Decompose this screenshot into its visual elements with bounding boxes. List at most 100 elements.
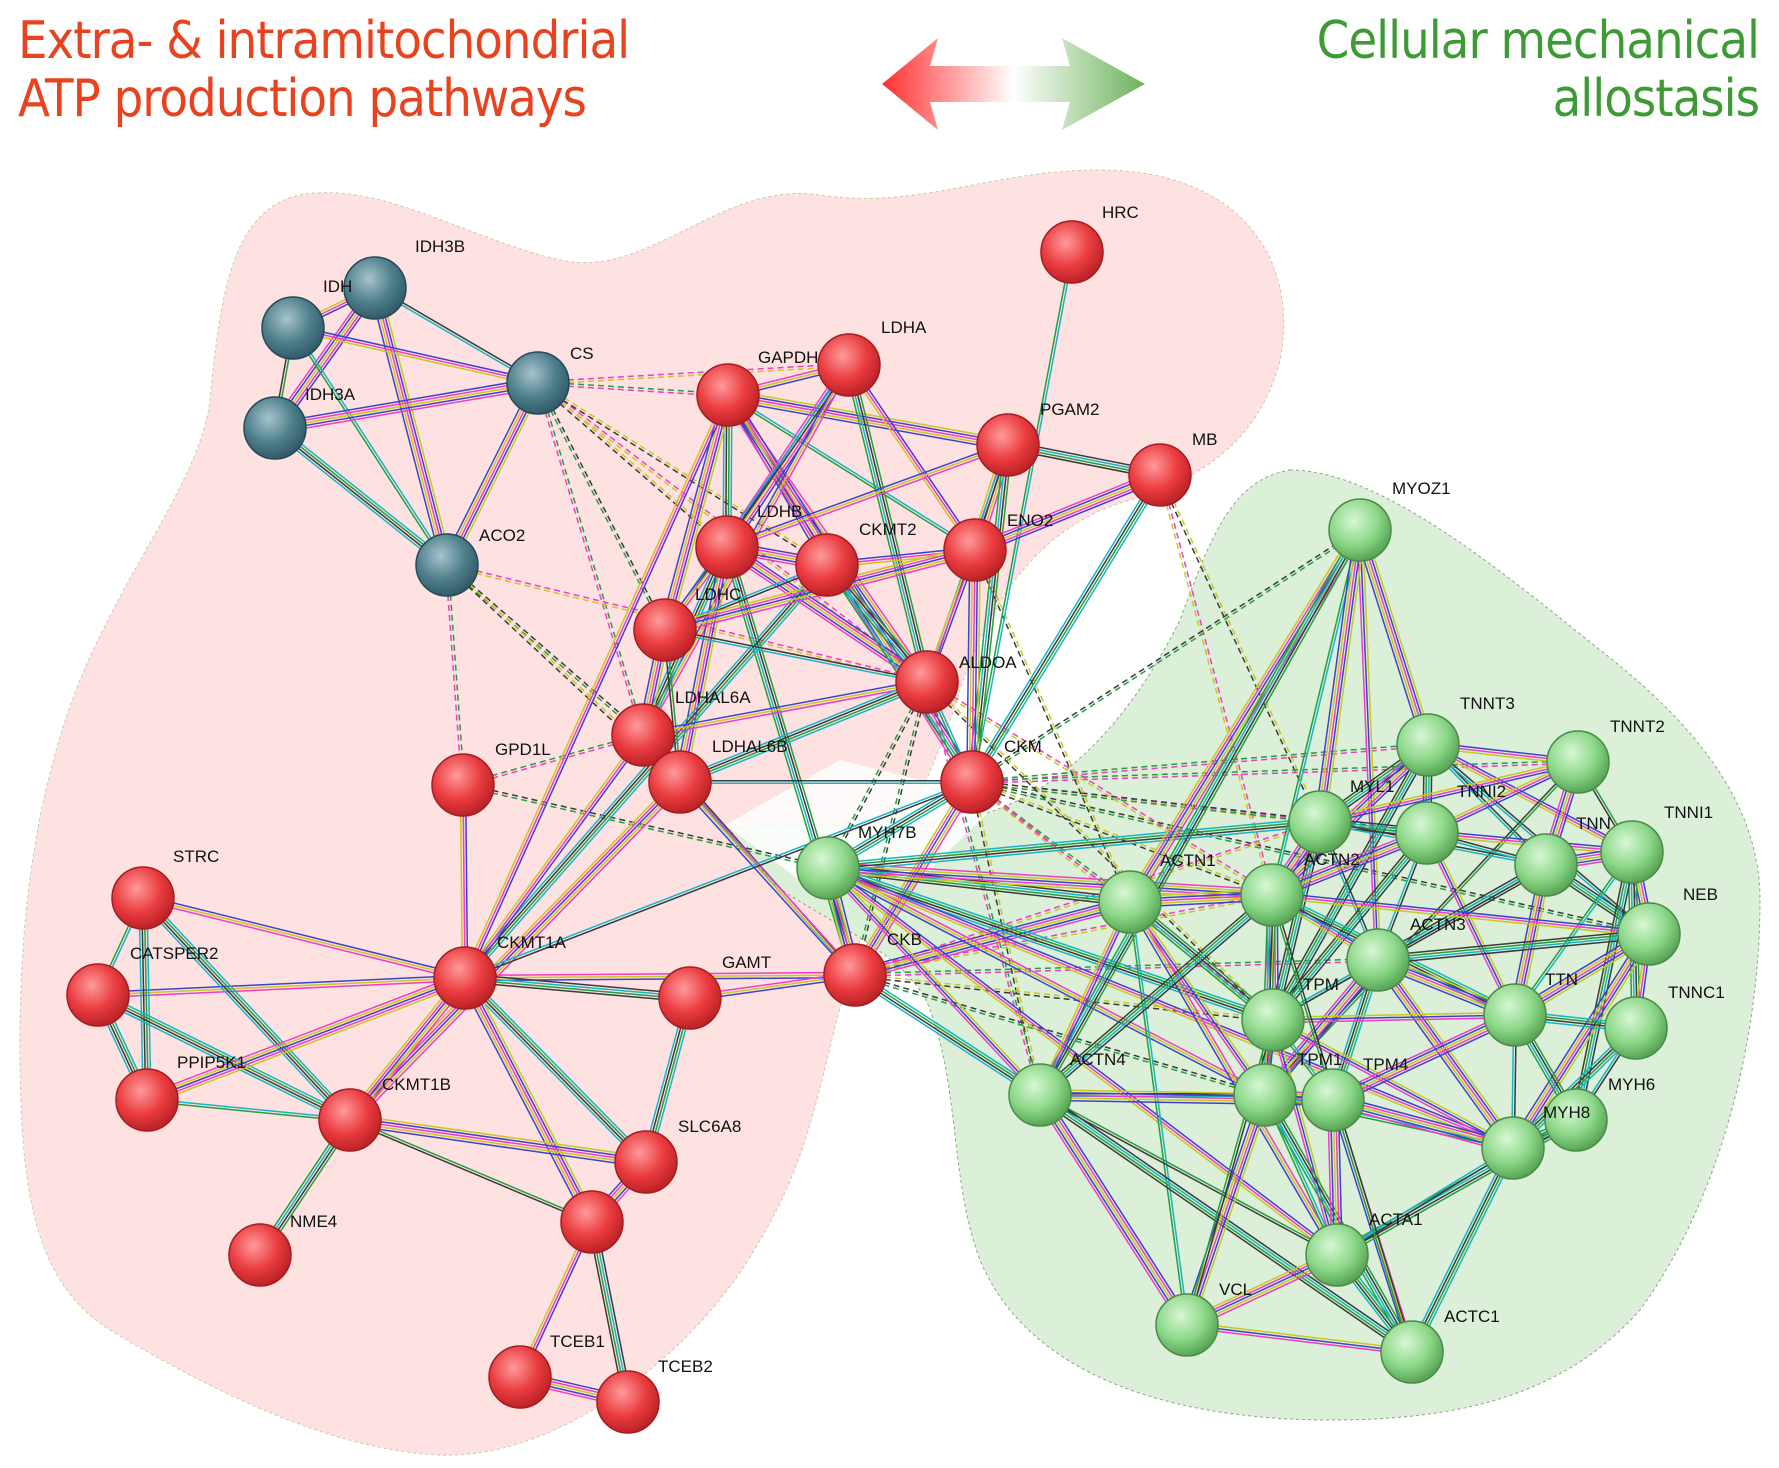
node-myl1[interactable]: MYL1 — [1288, 777, 1394, 854]
node-pgam2[interactable]: PGAM2 — [976, 400, 1100, 477]
node-catsper2[interactable]: CATSPER2 — [66, 944, 219, 1027]
node-strc[interactable]: STRC — [111, 847, 219, 930]
node-circle[interactable] — [1240, 863, 1304, 927]
node-ckmt1b[interactable]: CKMT1B — [318, 1075, 451, 1152]
node-circle[interactable] — [1617, 902, 1681, 966]
node-ckmt2[interactable]: CKMT2 — [795, 520, 917, 597]
node-tceb2[interactable]: TCEB2 — [596, 1357, 713, 1434]
node-myh6[interactable]: MYH6 — [1544, 1075, 1655, 1152]
node-vcl[interactable]: VCL — [1155, 1280, 1252, 1357]
node-myoz1[interactable]: MYOZ1 — [1328, 479, 1451, 562]
node-actn1[interactable]: ACTN1 — [1098, 851, 1216, 934]
node-circle[interactable] — [1301, 1068, 1365, 1132]
node-tnnc1[interactable]: TNNC1 — [1604, 983, 1725, 1060]
node-circle[interactable] — [1544, 1088, 1608, 1152]
node-circle[interactable] — [1241, 988, 1305, 1052]
node-circle[interactable] — [1380, 1320, 1444, 1384]
node-actn3[interactable]: ACTN3 — [1346, 915, 1466, 992]
node-ttn[interactable]: TTN — [1483, 970, 1578, 1047]
node-ppip5k1[interactable]: PPIP5K1 — [115, 1053, 246, 1132]
node-circle[interactable] — [817, 333, 881, 397]
node-mb[interactable]: MB — [1128, 430, 1218, 507]
node-circle[interactable] — [318, 1088, 382, 1152]
node-slc6a8[interactable]: SLC6A8 — [614, 1117, 741, 1194]
node-tnnt2[interactable]: TNNT2 — [1546, 717, 1665, 794]
node-circle[interactable] — [658, 966, 722, 1030]
node-circle[interactable] — [1098, 870, 1162, 934]
node-tpm2[interactable]: TPM — [1241, 975, 1339, 1052]
node-circle[interactable] — [1288, 790, 1352, 854]
node-actn2[interactable]: ACTN2 — [1240, 850, 1360, 927]
node-circle[interactable] — [66, 963, 130, 1027]
node-ldhc[interactable]: LDHC — [633, 585, 741, 662]
node-circle[interactable] — [1546, 730, 1610, 794]
node-idh3a[interactable]: IDH3A — [243, 385, 356, 460]
node-circle[interactable] — [1514, 833, 1578, 897]
node-myh7b[interactable]: MYH7B — [796, 823, 917, 900]
node-circle[interactable] — [111, 866, 175, 930]
node-circle[interactable] — [696, 363, 760, 427]
node-circle[interactable] — [1008, 1063, 1072, 1127]
node-tpm4[interactable]: TPM4 — [1301, 1055, 1408, 1132]
node-circle[interactable] — [614, 1130, 678, 1194]
node-tpm1[interactable]: TPM1 — [1233, 1050, 1342, 1127]
node-acta1[interactable]: ACTA1 — [1305, 1210, 1423, 1287]
node-circle[interactable] — [243, 396, 307, 460]
node-ckb[interactable]: CKB — [823, 930, 922, 1007]
node-tceb1[interactable]: TCEB1 — [488, 1332, 605, 1409]
node-nme4[interactable]: NME4 — [228, 1212, 337, 1287]
node-circle[interactable] — [796, 836, 860, 900]
node-ldhb[interactable]: LDHB — [695, 502, 802, 579]
node-vhl[interactable] — [560, 1190, 624, 1254]
node-circle[interactable] — [1040, 220, 1104, 284]
node-circle[interactable] — [648, 750, 712, 814]
node-myh8[interactable]: MYH8 — [1481, 1103, 1590, 1180]
node-gapdh[interactable]: GAPDH — [696, 348, 818, 427]
node-aldoa[interactable]: ALDOA — [895, 650, 1017, 714]
node-cs[interactable]: CS — [506, 344, 594, 415]
node-circle[interactable] — [415, 533, 479, 597]
node-circle[interactable] — [1483, 983, 1547, 1047]
node-neb[interactable]: NEB — [1617, 885, 1718, 966]
node-circle[interactable] — [596, 1370, 660, 1434]
node-gpd1l[interactable]: GPD1L — [431, 740, 551, 817]
node-circle[interactable] — [611, 703, 675, 767]
node-circle[interactable] — [506, 351, 570, 415]
node-circle[interactable] — [976, 413, 1040, 477]
node-tnnt3[interactable]: TNNT3 — [1396, 694, 1515, 777]
node-ckm[interactable]: CKM — [940, 737, 1042, 814]
node-hrc[interactable]: HRC — [1040, 203, 1139, 284]
node-circle[interactable] — [560, 1190, 624, 1254]
node-tnni2[interactable]: TNNI2 — [1395, 782, 1506, 865]
node-circle[interactable] — [1155, 1293, 1219, 1357]
node-circle[interactable] — [1600, 820, 1664, 884]
node-tnni1[interactable]: TNNI1 — [1600, 803, 1713, 884]
node-ldhal6a[interactable]: LDHAL6A — [611, 688, 751, 767]
node-circle[interactable] — [1328, 498, 1392, 562]
node-idh3g[interactable]: IDH — [261, 277, 352, 360]
node-actc1[interactable]: ACTC1 — [1380, 1307, 1500, 1384]
node-circle[interactable] — [488, 1345, 552, 1409]
node-tnnc2[interactable]: TNN — [1514, 814, 1611, 897]
node-circle[interactable] — [695, 515, 759, 579]
node-eno2[interactable]: ENO2 — [943, 511, 1053, 582]
node-circle[interactable] — [1128, 443, 1192, 507]
node-circle[interactable] — [823, 943, 887, 1007]
node-actn4[interactable]: ACTN4 — [1008, 1050, 1126, 1127]
node-circle[interactable] — [1346, 928, 1410, 992]
node-circle[interactable] — [943, 518, 1007, 582]
node-circle[interactable] — [433, 946, 497, 1010]
node-circle[interactable] — [1396, 713, 1460, 777]
node-circle[interactable] — [895, 650, 959, 714]
node-aco2[interactable]: ACO2 — [415, 526, 525, 597]
node-circle[interactable] — [1604, 996, 1668, 1060]
node-ckmt1a[interactable]: CKMT1A — [433, 933, 567, 1010]
node-circle[interactable] — [228, 1223, 292, 1287]
node-ldhal6b[interactable]: LDHAL6B — [648, 737, 788, 814]
node-circle[interactable] — [795, 533, 859, 597]
node-circle[interactable] — [1395, 801, 1459, 865]
node-circle[interactable] — [940, 750, 1004, 814]
node-gamt[interactable]: GAMT — [658, 953, 771, 1030]
node-idh3b[interactable]: IDH3B — [343, 237, 465, 320]
node-circle[interactable] — [261, 296, 325, 360]
